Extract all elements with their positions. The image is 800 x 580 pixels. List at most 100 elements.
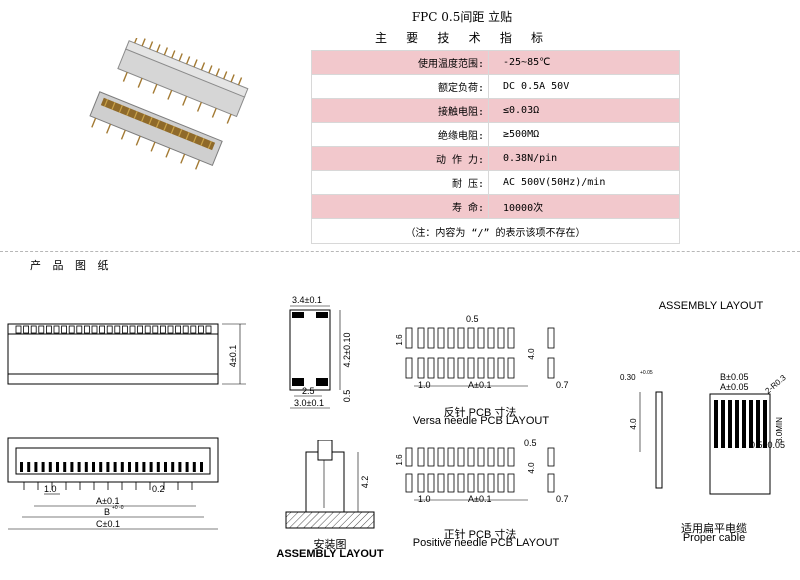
pcb-pad [507,327,515,349]
connector-tooth [84,325,90,334]
product-photo [89,38,249,170]
pcb-pad [467,357,475,379]
connector-tooth [30,325,37,334]
side-drawing: 3.4±0.1 4.2±0.10 0.5 2.5 3.0±0.1 [289,295,352,409]
cable-b: B±0.05 [720,372,748,382]
pcb-positive-drawing: 0.5 1.6 4.0 1.0 A±0.1 0.7 [396,438,569,504]
cable-conductor [728,400,732,448]
connector-contact [192,462,196,472]
front-a-dim: A±0.1 [96,496,119,506]
spec-value: DC 0.5A 50V [488,74,680,99]
assembly-drawing: 4.2 [285,440,375,529]
pcb-versa-right: 0.7 [556,380,569,390]
pcb-pad [427,473,435,493]
pcb-pad [487,473,495,493]
spec-row: 使用温度范围:-25~85℃ [311,50,680,75]
connector-contact [171,462,175,472]
cable-min: 3.0MIN [775,417,784,443]
spec-label: 寿 命: [311,194,489,219]
pcb-pad [447,447,455,467]
connector-contact [178,462,182,472]
connector-contact [92,462,95,472]
connector-tooth [137,325,144,334]
connector-tooth [106,325,113,334]
pcb-pad [497,357,505,379]
connector-contact [106,462,110,472]
spec-label: 额定负荷: [311,74,489,99]
pcb-versa-a: A±0.1 [468,380,491,390]
spec-value: ≥500MΩ [488,122,680,147]
front-b-tol: +0 -0 [112,505,124,511]
pcb-pad [437,473,445,493]
pcb-pad [507,447,515,467]
connector-contact [113,462,117,472]
pcb-pad [447,473,455,493]
pcb-pad [497,447,505,467]
spec-row: 接触电阻:≤0.03Ω [311,98,680,123]
connector-contact [200,462,203,472]
pcb-pad [437,357,445,379]
spec-row: 寿 命:10000次 [311,194,680,219]
cable-conductor [714,400,718,448]
front-c-dim: C±0.1 [96,519,120,529]
connector-contact [84,462,88,472]
connector-tooth [53,325,60,334]
spec-label: 动 作 力: [311,146,489,171]
front-pitch-dim: 1.0 [44,484,57,494]
connector-contact [185,462,189,472]
connector-tooth [38,325,45,334]
spec-row: 额定负荷:DC 0.5A 50V [311,74,680,99]
pcb-versa-caption-en: Versa needle PCB LAYOUT [412,415,550,427]
connector-tooth [205,325,212,334]
front-02-dim: 0.2 [152,484,165,494]
pcb-positive-caption-en: Positive needle PCB LAYOUT [412,537,560,549]
pcb-anchor-pad [547,447,555,467]
spec-value: 0.38N/pin [488,146,680,171]
pcb-pad [457,447,465,467]
pcb-pad [467,473,475,493]
pcb-anchor-pad [405,447,413,467]
connector-tooth [152,325,159,334]
cable-radius: 2-R0.3 [764,373,789,396]
pcb-pad [487,447,495,467]
connector-tooth [91,325,98,334]
assembly-caption-cn: 安装图 [313,539,347,551]
connector-contact [77,462,81,472]
pcb-pad [447,327,455,349]
cable-conductor [735,400,739,448]
pcb-pad [437,327,445,349]
connector-contact [149,462,153,472]
connector-tooth [76,325,83,334]
assembly-caption-en: ASSEMBLY LAYOUT [276,548,384,560]
connector-tooth [61,325,67,334]
cable-length: 4.0 [629,418,638,430]
pcb-pad [477,473,485,493]
pcb-anchor-pad [547,473,555,493]
spec-row: 动 作 力:0.38N/pin [311,146,680,171]
pcb-positive-gap: 4.0 [527,462,536,474]
connector-contact [142,462,146,472]
connector-contact [164,462,167,472]
pcb-positive-padlen: 1.6 [396,454,404,466]
front-height-dim: 4±0.1 [228,345,238,367]
spec-label: 耐 压: [311,170,489,195]
cable-caption-en: Proper cable [682,532,746,544]
connector-contact [20,462,23,472]
pcb-pad [467,447,475,467]
spec-value: 10000次 [488,194,680,219]
pcb-pad [457,327,465,349]
connector-contact [48,462,52,472]
connector-contact [156,462,160,472]
side-bottom-width: 3.0±0.1 [294,398,324,408]
cable-title: ASSEMBLY LAYOUT [658,300,764,312]
pcb-pad [427,357,435,379]
connector-tooth [175,325,182,334]
connector-tooth [197,325,204,334]
cable-conductor [742,400,746,448]
pcb-pad [467,327,475,349]
pcb-pad [417,473,425,493]
pcb-anchor-pad [405,473,413,493]
connector-tooth [129,325,136,334]
pcb-anchor-pad [405,357,413,379]
front-drawing: 4±0.1 1.0 0.2 A±0.1 B +0 -0 C±0.1 [7,323,246,530]
